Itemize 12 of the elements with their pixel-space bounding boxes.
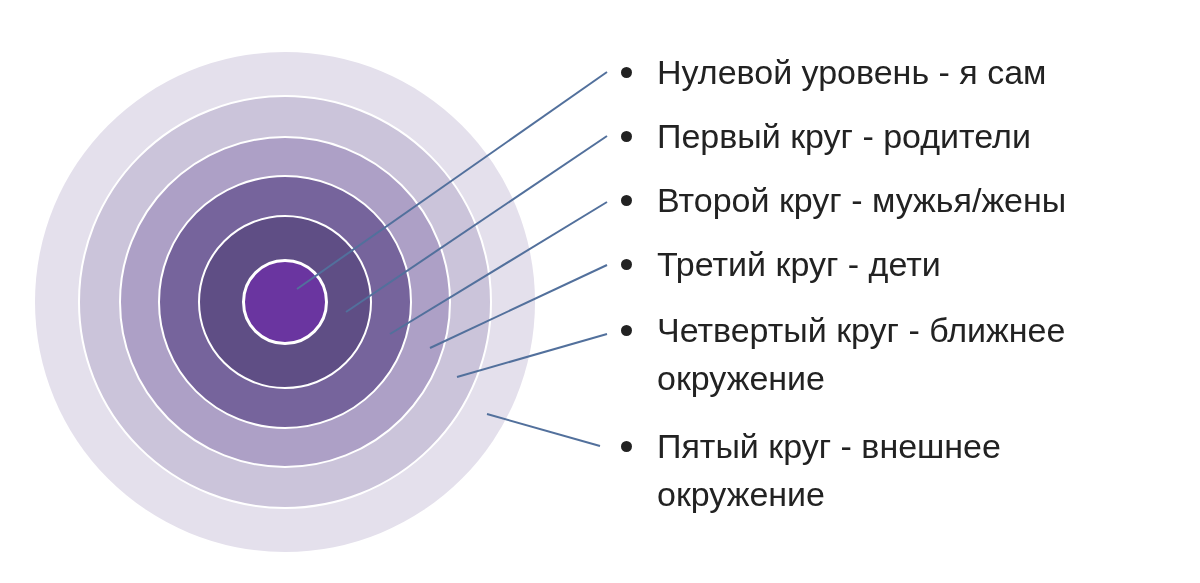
leader-line <box>486 413 601 447</box>
list-item-text: Пятый круг - внешнее окружение <box>657 422 1177 518</box>
list-item-text: Второй круг - мужья/жены <box>657 176 1177 224</box>
leader-line <box>296 71 608 290</box>
leader-line <box>389 201 608 335</box>
leader-line <box>429 264 608 349</box>
list-item-text: Первый круг - родители <box>657 112 1177 160</box>
leader-line <box>456 333 608 378</box>
leader-line <box>345 135 608 313</box>
list-item-text: Нулевой уровень - я сам <box>657 48 1177 96</box>
list-item-text: Четвертый круг - ближнее окружение <box>657 306 1177 402</box>
list-item-text: Третий круг - дети <box>657 240 1177 288</box>
